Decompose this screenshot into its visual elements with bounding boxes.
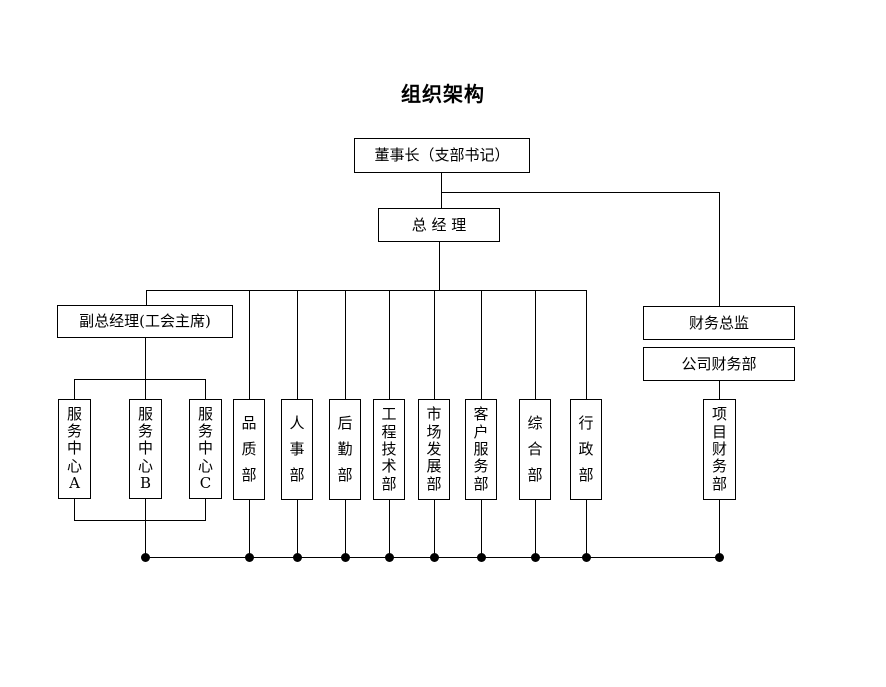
connector-dot: [430, 553, 439, 562]
connector-line: [719, 500, 720, 557]
org-node-market-dev-dept: 市场发展部: [418, 399, 450, 500]
connector-line: [586, 500, 587, 557]
connector-line: [481, 290, 482, 399]
connector-line: [249, 500, 250, 557]
org-node-finance-director: 财务总监: [643, 306, 795, 340]
org-node-deputy-gm: 副总经理(工会主席): [57, 305, 233, 338]
connector-line: [74, 499, 75, 520]
connector-line: [441, 173, 442, 208]
connector-line: [389, 500, 390, 557]
connector-dot: [341, 553, 350, 562]
org-node-logistics-dept: 后勤部: [329, 399, 361, 500]
org-node-engineering-dept: 工程技术部: [373, 399, 405, 500]
connector-dot: [531, 553, 540, 562]
connector-line: [441, 192, 720, 193]
connector-line: [439, 242, 440, 290]
connector-line: [434, 290, 435, 399]
connector-dot: [245, 553, 254, 562]
connector-line: [719, 192, 720, 306]
connector-dot: [582, 553, 591, 562]
connector-dot: [385, 553, 394, 562]
connector-line: [205, 379, 206, 399]
connector-line: [297, 290, 298, 399]
connector-line: [719, 381, 720, 399]
connector-line: [389, 290, 390, 399]
connector-line: [586, 290, 587, 399]
connector-dot: [715, 553, 724, 562]
connector-line: [297, 500, 298, 557]
connector-line: [74, 379, 206, 380]
connector-line: [535, 500, 536, 557]
connector-dot: [141, 553, 150, 562]
org-node-chairman: 董事长（支部书记）: [354, 138, 530, 173]
connector-dot: [477, 553, 486, 562]
org-node-customer-service-dept: 客户服务部: [465, 399, 497, 500]
connector-line: [434, 500, 435, 557]
org-node-project-finance-dept: 项目财务部: [703, 399, 736, 500]
connector-line: [345, 290, 346, 399]
org-node-general-manager: 总 经 理: [378, 208, 500, 242]
connector-line: [146, 290, 147, 305]
org-node-hr-dept: 人事部: [281, 399, 313, 500]
connector-line: [145, 338, 146, 399]
connector-line: [205, 499, 206, 520]
page-title: 组织架构: [401, 82, 485, 106]
connector-line: [145, 499, 146, 557]
connector-line: [74, 379, 75, 399]
connector-line: [74, 520, 206, 521]
connector-line: [249, 290, 250, 399]
connector-line: [345, 500, 346, 557]
org-node-quality-dept: 品质部: [233, 399, 265, 500]
connector-dot: [293, 553, 302, 562]
org-node-admin-dept: 行政部: [570, 399, 602, 500]
connector-line: [481, 500, 482, 557]
connector-line: [146, 290, 587, 291]
org-node-company-finance: 公司财务部: [643, 347, 795, 381]
connector-line: [535, 290, 536, 399]
org-node-general-affairs-dept: 综合部: [519, 399, 551, 500]
